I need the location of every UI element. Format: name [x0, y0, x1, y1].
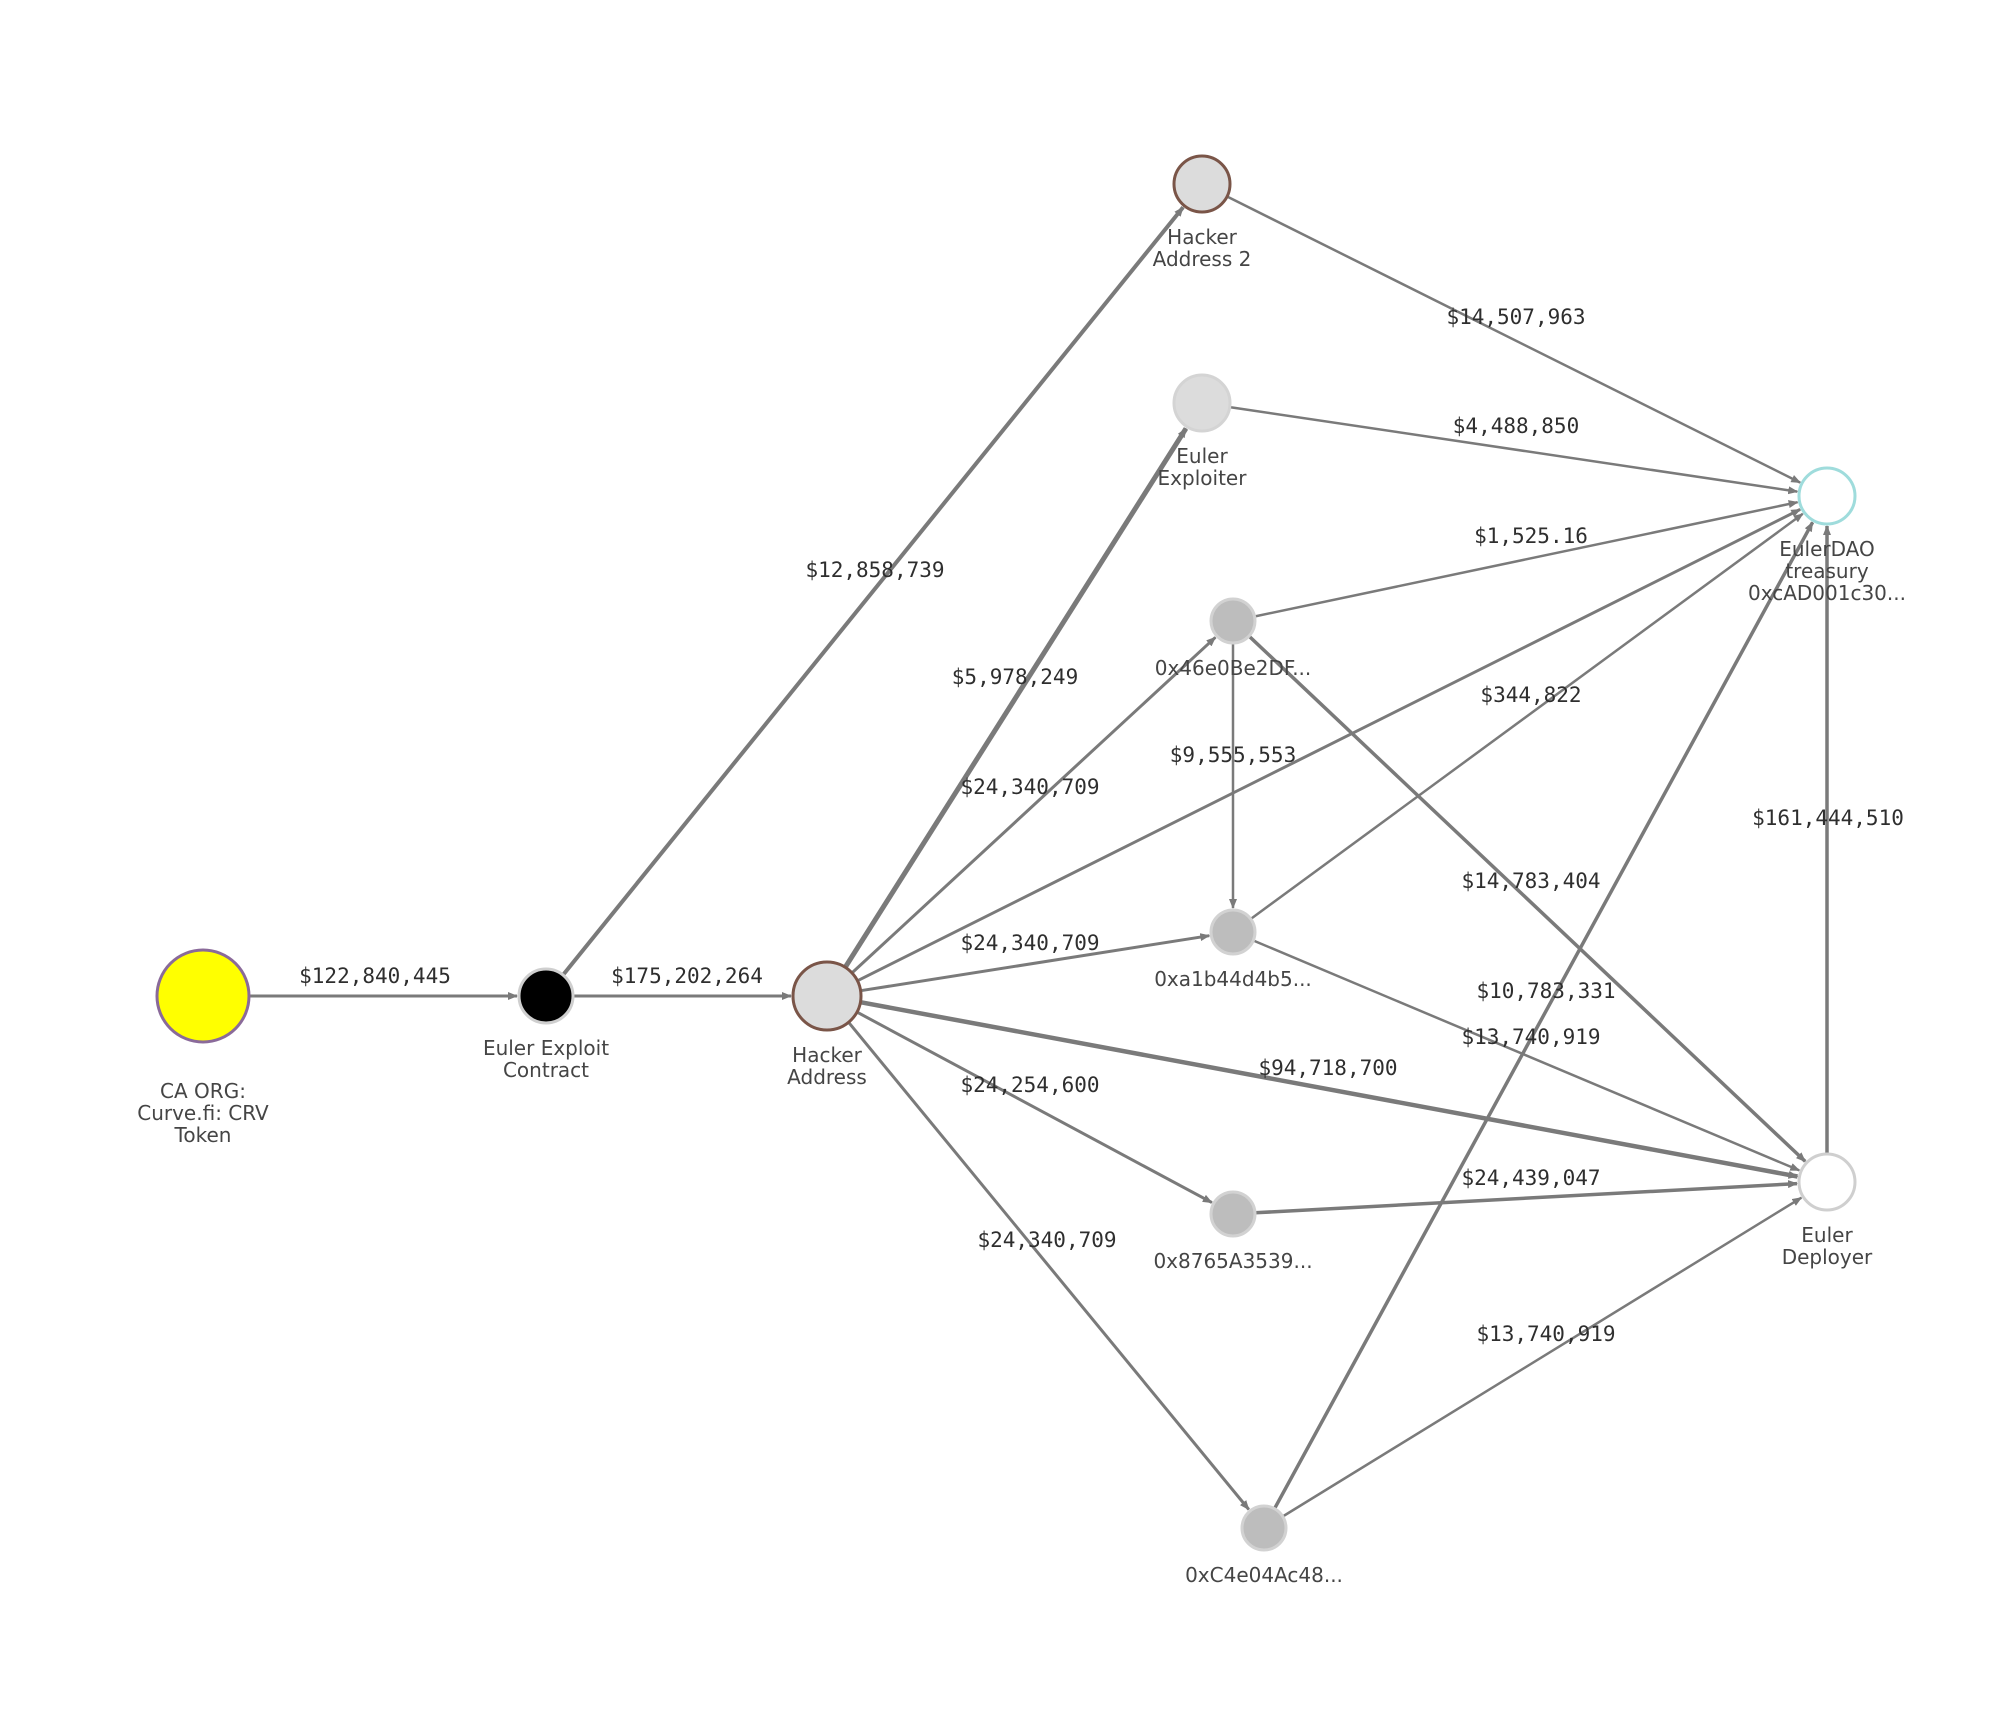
edge-hacker2-to-dao [1226, 195, 1802, 484]
node-circle-c4e[interactable] [1240, 1504, 1288, 1552]
node-circle-hacker[interactable] [791, 960, 863, 1032]
node-label-line: Euler Exploit [483, 1036, 609, 1060]
node-label-line: 0x46e0Be2DF... [1155, 656, 1312, 680]
edge-label-n87-to-deployer: $24,439,047 [1461, 1166, 1600, 1190]
edge-exploiter-to-dao [1229, 405, 1799, 495]
edge-labels-layer: $122,840,445 $175,202,264 $12,858,739 $5,97… [299, 305, 1904, 1346]
node-label-c4e: 0xC4e04Ac48... [1185, 1563, 1343, 1587]
edge-label-hacker2-to-dao: $14,507,963 [1446, 305, 1585, 329]
node-label-line: Contract [503, 1058, 589, 1082]
node-label-line: Deployer [1782, 1245, 1873, 1269]
edge-a1b-to-dao [1249, 512, 1804, 921]
node-label-line: Token [174, 1123, 232, 1147]
node-label-line: 0xC4e04Ac48... [1185, 1563, 1343, 1587]
node-label-line: Address [787, 1065, 867, 1089]
node-label-a1b: 0xa1b44d4b5... [1154, 967, 1312, 991]
edge-hacker-to-n46 [850, 636, 1217, 975]
edge-n46-to-deployer [1247, 634, 1807, 1163]
edge-c4e-to-deployer [1282, 1196, 1803, 1518]
node-label-line: EulerDAO [1779, 537, 1875, 561]
edge-label-exploiter-to-dao: $4,488,850 [1453, 414, 1579, 438]
edge-label-a1b-to-deployer: $13,740,919 [1461, 1025, 1600, 1049]
node-label-line: 0xa1b44d4b5... [1154, 967, 1312, 991]
edge-hacker-to-dao [856, 508, 1802, 983]
edge-n87-to-deployer [1254, 1180, 1798, 1215]
edge-hacker-to-deployer [859, 999, 1799, 1179]
edge-label-hacker-to-a1b: $24,340,709 [960, 931, 1099, 955]
edge-hacker-to-c4e [847, 1021, 1250, 1511]
node-circle-dao[interactable] [1797, 466, 1857, 526]
node-n46[interactable]: 0x46e0Be2DF... [1155, 597, 1312, 680]
edge-label-c4e-to-deployer: $13,740,919 [1476, 1322, 1615, 1346]
edge-label-exploit-to-hacker2: $12,858,739 [805, 558, 944, 582]
node-label-line: Hacker [792, 1043, 862, 1067]
node-label-line: CA ORG: [160, 1079, 246, 1103]
node-circle-crv[interactable] [155, 948, 251, 1044]
node-circle-a1b[interactable] [1209, 908, 1257, 956]
node-label-line: treasury [1785, 559, 1869, 583]
edge-label-deployer-to-dao: $161,444,510 [1752, 806, 1904, 830]
node-a1b[interactable]: 0xa1b44d4b5... [1154, 908, 1312, 991]
node-circle-exploit[interactable] [517, 967, 575, 1025]
node-circle-hacker2[interactable] [1172, 154, 1232, 214]
node-label-line: Curve.fi: CRV [137, 1101, 269, 1125]
edge-n46-to-dao [1254, 500, 1799, 618]
edge-label-c4e-to-dao: $10,783,331 [1476, 979, 1615, 1003]
node-label-line: Hacker [1167, 225, 1237, 249]
edge-label-hacker-to-deployer: $94,718,700 [1258, 1056, 1397, 1080]
node-circle-deployer[interactable] [1797, 1152, 1857, 1212]
node-circle-n46[interactable] [1209, 597, 1257, 645]
edge-hacker-to-a1b [860, 933, 1211, 993]
node-c4e[interactable]: 0xC4e04Ac48... [1185, 1504, 1343, 1587]
edge-hacker-to-exploiter [843, 427, 1189, 969]
edge-label-exploit-to-hacker: $175,202,264 [611, 964, 763, 988]
node-n87[interactable]: 0x8765A3539... [1153, 1190, 1313, 1273]
node-label-n46: 0x46e0Be2DF... [1155, 656, 1312, 680]
node-circle-exploiter[interactable] [1172, 373, 1232, 433]
edge-label-hacker-to-c4e: $24,340,709 [977, 1228, 1116, 1252]
node-label-n87: 0x8765A3539... [1153, 1249, 1312, 1273]
edge-hacker-to-n87 [856, 1010, 1213, 1204]
edge-label-n46-to-a1b: $9,555,553 [1170, 743, 1296, 767]
edge-label-hacker-to-n46: $24,340,709 [960, 775, 1099, 799]
edge-label-n46-to-dao: $1,525.16 [1474, 524, 1588, 548]
node-label-line: Address 2 [1153, 247, 1252, 271]
edge-a1b-to-deployer [1252, 939, 1801, 1172]
node-label-line: 0xcAD001c30... [1748, 581, 1906, 605]
node-circle-n87[interactable] [1209, 1190, 1257, 1238]
node-label-line: Euler [1801, 1223, 1853, 1247]
node-label-line: Euler [1176, 444, 1228, 468]
edge-label-n46-to-deployer: $14,783,404 [1461, 869, 1600, 893]
edge-label-hacker-to-n87: $24,254,600 [960, 1073, 1099, 1097]
node-label-line: Exploiter [1158, 466, 1248, 490]
node-label-line: 0x8765A3539... [1153, 1249, 1312, 1273]
edge-label-crv-to-exploit: $122,840,445 [299, 964, 451, 988]
edge-c4e-to-dao [1272, 521, 1815, 1510]
edges-layer [249, 195, 1831, 1518]
edge-label-hacker-to-dao: $344,822 [1480, 683, 1581, 707]
edge-label-hacker-to-exploiter: $5,978,249 [952, 665, 1078, 689]
edge-exploit-to-hacker2 [561, 206, 1185, 977]
